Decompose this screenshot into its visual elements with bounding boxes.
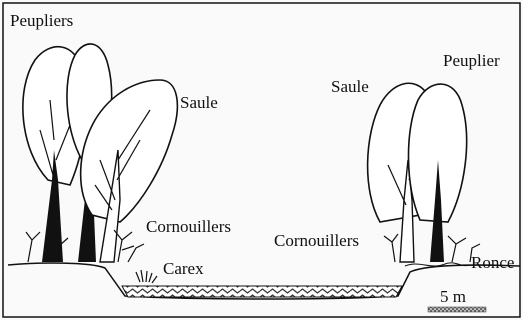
scale-bar [428,307,486,312]
label-saule-left: Saule [180,93,218,112]
carex-tuft [136,270,157,283]
label-cornouillers-left: Cornouillers [146,217,231,236]
scale-label: 5 m [440,287,466,306]
label-saule-right: Saule [331,77,369,96]
label-peupliers: Peupliers [10,11,73,30]
river-water [122,286,402,297]
poplar-right [408,84,466,262]
label-carex: Carex [163,259,204,278]
label-cornouillers-right: Cornouillers [274,231,359,250]
label-peuplier-right: Peuplier [443,51,500,70]
label-ronce: Ronce [471,253,514,272]
